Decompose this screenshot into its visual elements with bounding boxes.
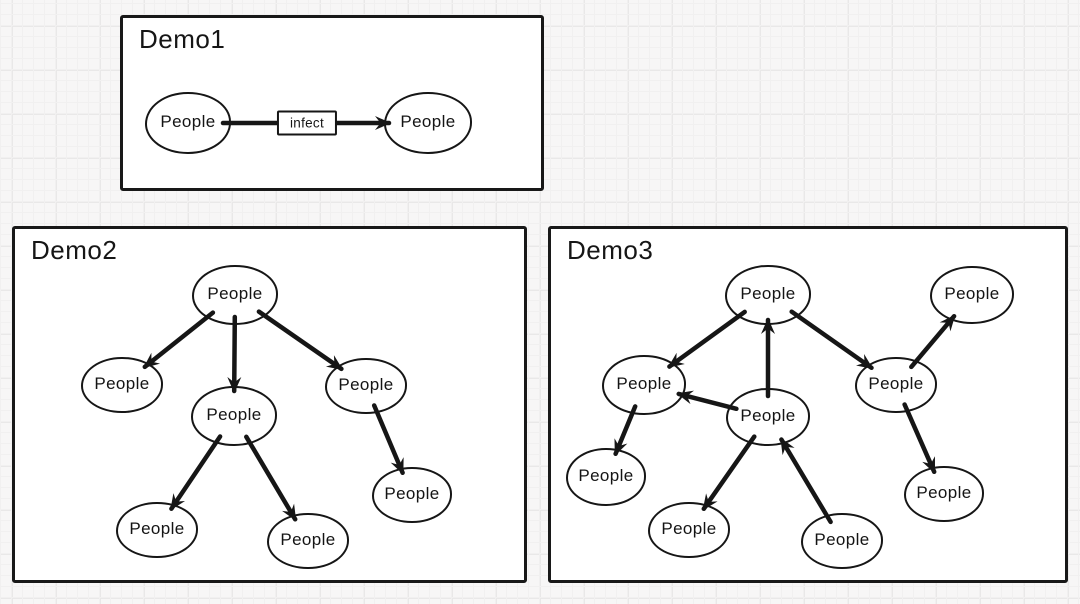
people-node-label: People [384,484,440,503]
people-node: People [566,448,646,506]
people-node-label: People [814,530,870,549]
people-node-label: People [740,284,796,303]
panel-title: Demo1 [139,24,226,54]
people-node-label: People [94,374,150,393]
people-node: People [904,466,984,522]
people-node: People [372,467,452,523]
edge-label-infect: infect [276,110,338,136]
people-node-label: People [206,405,262,424]
people-node: People [602,355,686,415]
people-node-label: People [661,519,717,538]
people-node-label: People [207,284,263,303]
people-node-label: People [578,466,634,485]
people-node: People [192,265,278,325]
people-node-label: People [616,374,672,393]
people-node: People [725,265,811,325]
people-node-label: People [400,112,456,131]
people-node-label: People [338,375,394,394]
people-node: People [116,502,198,558]
people-node: People [384,92,472,154]
people-node: People [81,357,163,413]
people-node-label: People [280,530,336,549]
people-node: People [145,92,231,154]
people-node-label: People [944,284,1000,303]
people-node-label: People [740,406,796,425]
people-node: People [325,358,407,414]
people-node-label: People [129,519,185,538]
people-node-label: People [160,112,216,131]
people-node: People [726,388,810,446]
people-node-label: People [868,374,924,393]
people-node: People [855,357,937,413]
people-node: People [267,513,349,569]
people-node: People [930,266,1014,324]
panel-title: Demo3 [567,235,654,265]
people-node: People [801,513,883,569]
panel-title: Demo2 [31,235,118,265]
people-node: People [648,502,730,558]
people-node: People [191,386,277,446]
people-node-label: People [916,483,972,502]
